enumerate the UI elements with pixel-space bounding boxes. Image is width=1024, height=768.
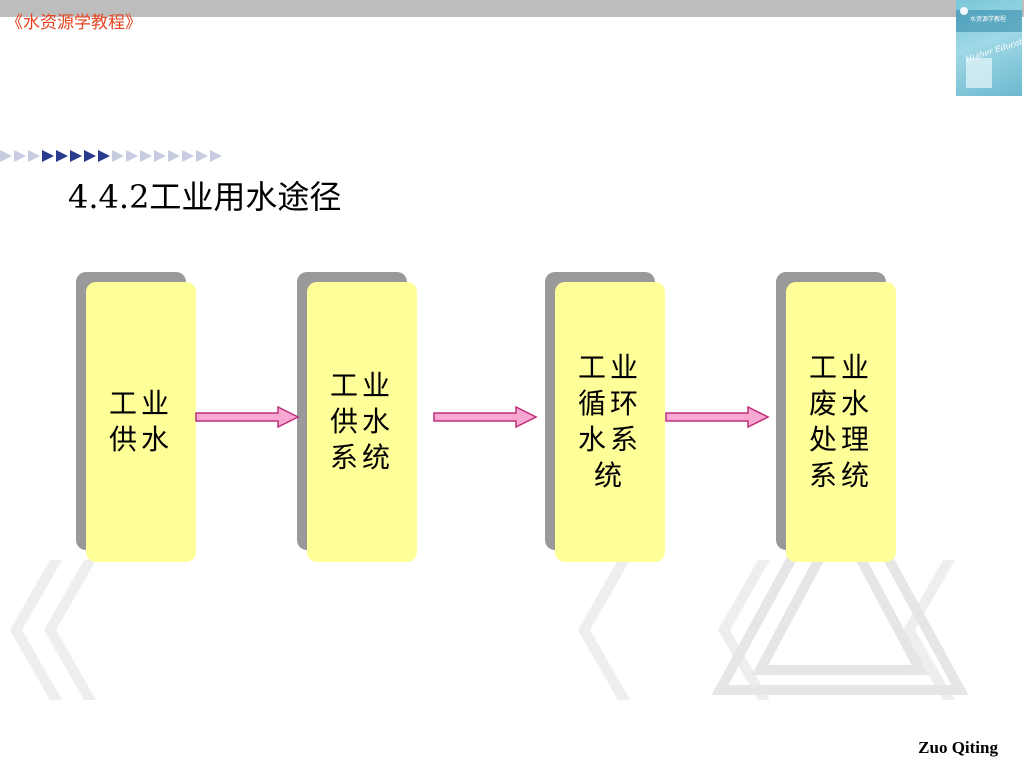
decorative-arrows-icon — [0, 150, 222, 162]
flow-box-supply-system: 工业供水系统 — [307, 282, 417, 562]
flow-box-recirculation-system: 工业循环水系统 — [555, 282, 665, 562]
chevron-left-icon — [903, 560, 955, 700]
triangle-marker-icon — [98, 150, 110, 162]
triangle-marker-icon — [112, 150, 124, 162]
flow-box-label: 工业循环水系统 — [577, 351, 642, 492]
author-footer: Zuo Qiting — [918, 738, 998, 757]
chevron-left-icon — [718, 560, 770, 700]
cover-title: 水资源学教程 — [970, 16, 1007, 23]
triangle-marker-icon — [210, 150, 222, 162]
triangle-marker-icon — [28, 150, 40, 162]
triangle-marker-icon — [154, 150, 166, 162]
section-title: 4.4.2工业用水途径 — [68, 178, 342, 216]
triangle-marker-icon — [0, 150, 12, 162]
triangle-marker-icon — [196, 150, 208, 162]
triangle-marker-icon — [126, 150, 138, 162]
top-bar — [0, 0, 1024, 17]
publisher-logo-icon — [960, 7, 968, 15]
triangle-marker-icon — [14, 150, 26, 162]
triangle-marker-icon — [168, 150, 180, 162]
chevron-left-icon — [578, 560, 630, 700]
flow-box-water-supply: 工业供水 — [86, 282, 196, 562]
flow-arrow-icon — [195, 406, 300, 428]
chevron-left-icon — [10, 560, 62, 700]
cover-graphic — [966, 58, 992, 88]
chevron-left-icon — [44, 560, 96, 700]
triangle-marker-icon — [42, 150, 54, 162]
flow-box-label: 工业供水 — [108, 387, 173, 456]
flow-arrow-icon — [665, 406, 770, 428]
flow-box-label: 工业供水系统 — [329, 369, 394, 474]
triangle-marker-icon — [56, 150, 68, 162]
triangle-marker-icon — [140, 150, 152, 162]
flow-arrow-icon — [433, 406, 538, 428]
triangle-marker-icon — [84, 150, 96, 162]
flow-box-wastewater-system: 工业废水处理系统 — [786, 282, 896, 562]
cover-band — [956, 10, 1022, 32]
triangle-marker-icon — [182, 150, 194, 162]
flow-box-label: 工业废水处理系统 — [808, 351, 873, 492]
book-cover-thumbnail: 水资源学教程 Higher Education — [956, 0, 1022, 96]
course-title: 《水资源学教程》 — [6, 13, 142, 33]
triangle-marker-icon — [70, 150, 82, 162]
